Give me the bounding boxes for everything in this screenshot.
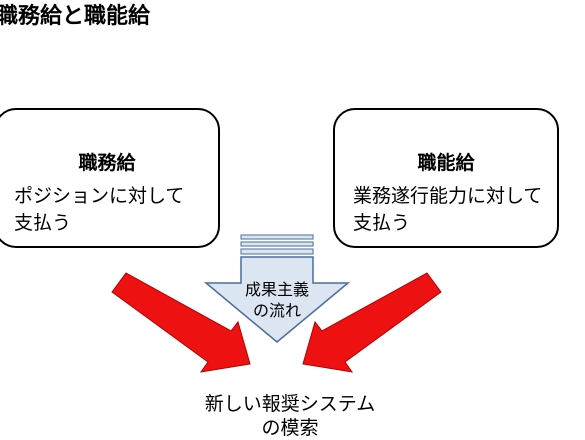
right-red-arrow: [302, 272, 442, 373]
center-arrow-label-line2: の流れ: [252, 301, 301, 320]
skill-based-pay-desc-line2: 支払う: [353, 212, 411, 234]
skill-based-pay-box: 職能給 業務遂行能力に対して 支払う: [333, 108, 559, 248]
left-red-arrow: [111, 272, 251, 373]
skill-based-pay-title: 職能給: [417, 152, 475, 174]
skill-based-pay-desc-line1: 業務遂行能力に対して: [353, 185, 543, 207]
skill-based-pay-description: 業務遂行能力に対して 支払う: [353, 183, 549, 237]
center-arrow-stripe-3: [240, 248, 314, 255]
job-based-pay-box: 職務給 ポジションに対して 支払う: [0, 108, 220, 248]
center-arrow-body: [203, 256, 351, 343]
center-arrow-stripe-1: [240, 234, 314, 240]
center-arrow-label: 成果主義 の流れ: [215, 279, 339, 321]
center-arrow-stripe-2: [240, 241, 314, 247]
job-based-pay-description: ポジションに対して 支払う: [14, 183, 210, 237]
center-down-arrow: [203, 234, 351, 343]
job-based-pay-desc-line1: ポジションに対して: [14, 185, 185, 207]
page-title: 職務給と職能給: [0, 4, 151, 29]
result-text: 新しい報奨システム の模索: [160, 392, 420, 440]
job-based-pay-desc-line2: 支払う: [14, 212, 72, 234]
center-arrow-label-line1: 成果主義: [244, 280, 309, 299]
result-line2: の模索: [261, 417, 319, 439]
job-based-pay-title: 職務給: [78, 152, 136, 174]
result-line1: 新しい報奨システム: [204, 393, 376, 415]
